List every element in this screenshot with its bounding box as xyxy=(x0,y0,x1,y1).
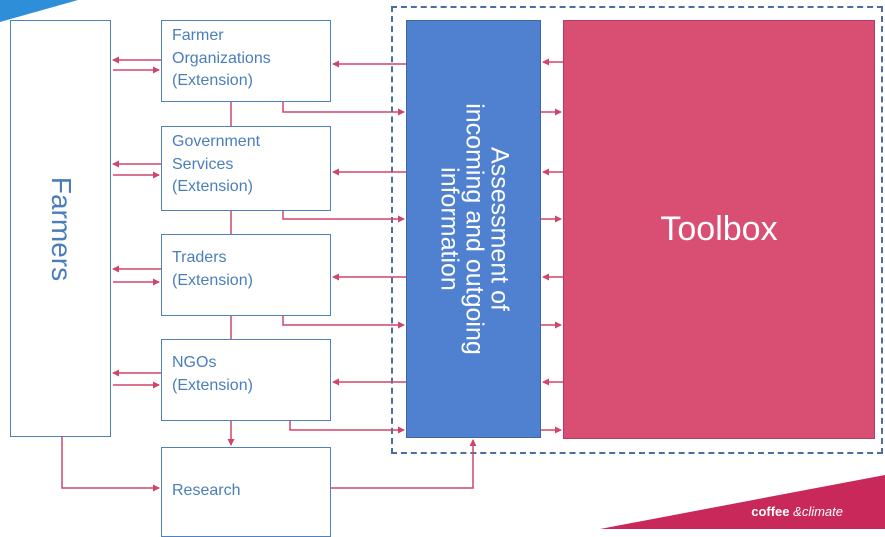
box-line: (Extension) xyxy=(172,72,253,90)
research-to-assessment-arrow xyxy=(331,439,477,489)
box-line: (Extension) xyxy=(172,178,253,196)
logo-amp: & xyxy=(793,504,802,519)
research-box: Research xyxy=(161,447,331,537)
box-line: Government xyxy=(172,133,261,150)
logo-tagline: climate xyxy=(801,504,843,519)
footer-band xyxy=(600,475,885,529)
assessment-box: Assessment of incoming and outgoing info… xyxy=(406,20,541,438)
box-line: Farmer xyxy=(172,27,224,44)
box-line: Organizations xyxy=(172,49,271,67)
logo-brand: coffee xyxy=(751,504,790,519)
box-line: (Extension) xyxy=(172,376,253,394)
toolbox-label: Toolbox xyxy=(660,210,778,248)
corner-accent xyxy=(0,0,78,22)
coffee-climate-logo: coffee &climate xyxy=(751,504,843,519)
box-line: Traders xyxy=(172,249,227,266)
research-label: Research xyxy=(172,482,241,499)
ngos-to-assessment-arrow xyxy=(289,421,405,434)
box-line: (Extension) xyxy=(172,271,253,289)
toolbox-box: Toolbox xyxy=(563,20,875,439)
box-line: Services xyxy=(172,155,234,173)
farmer-organizations-box: Farmer Organizations (Extension) xyxy=(161,20,331,102)
assessment-toolbox-group-frame xyxy=(391,6,883,454)
gov-to-assessment-arrow xyxy=(282,211,405,223)
org-to-assessment-arrow xyxy=(282,102,405,116)
box-line: NGOs xyxy=(172,354,217,371)
traders-to-assessment-arrow xyxy=(282,316,405,329)
government-services-box: Government Services (Extension) xyxy=(161,126,331,211)
traders-box: Traders (Extension) xyxy=(161,234,331,316)
farmers-box: Farmers xyxy=(10,20,111,437)
farmers-to-research-arrow xyxy=(61,437,160,492)
ngos-box: NGOs (Extension) xyxy=(161,339,331,421)
